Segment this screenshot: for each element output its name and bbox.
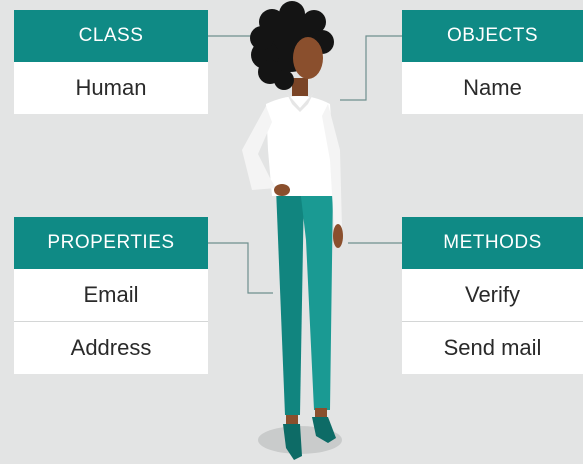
properties-header: PROPERTIES	[14, 217, 208, 269]
class-item: Human	[14, 62, 208, 114]
methods-item: Verify	[402, 269, 583, 321]
objects-item: Name	[402, 62, 583, 114]
figure-left-leg	[276, 188, 304, 415]
figure-right-leg	[300, 188, 333, 410]
figure-ankle	[315, 408, 327, 418]
figure-hair	[250, 1, 334, 90]
figure-face	[293, 37, 323, 79]
figure-left-arm	[242, 106, 276, 190]
figure-shoe	[312, 417, 336, 443]
figure-collar	[286, 92, 314, 112]
properties-item: Email	[14, 269, 208, 321]
class-header: CLASS	[14, 10, 208, 62]
properties-box: PROPERTIES Email Address	[14, 217, 208, 374]
figure-shoe	[283, 424, 302, 460]
connector-objects	[340, 35, 402, 101]
connector-properties	[208, 242, 273, 294]
class-box: CLASS Human	[14, 10, 208, 114]
figure-hand	[333, 224, 343, 248]
properties-item: Address	[14, 321, 208, 374]
methods-item: Send mail	[402, 321, 583, 374]
figure-right-arm	[322, 104, 342, 228]
objects-box: OBJECTS Name	[402, 10, 583, 114]
connector-lines	[208, 35, 402, 294]
methods-header: METHODS	[402, 217, 583, 269]
figure-shirt	[266, 96, 336, 196]
figure-hand	[274, 184, 290, 196]
figure-neck	[292, 78, 308, 96]
figure-ankle	[286, 415, 298, 425]
methods-box: METHODS Verify Send mail	[402, 217, 583, 374]
objects-header: OBJECTS	[402, 10, 583, 62]
